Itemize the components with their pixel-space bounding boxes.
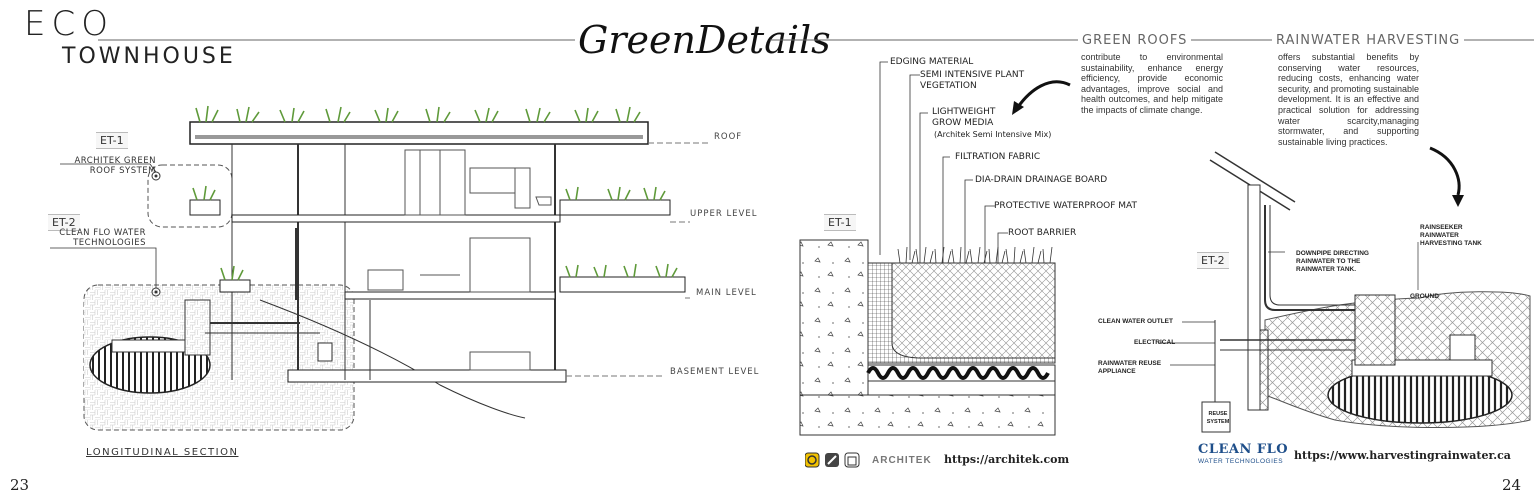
rainwater-text: offers substantial benefits by conservin… — [1278, 52, 1419, 147]
level-basement: BASEMENT LEVEL — [670, 367, 760, 377]
layer-root-barrier: ROOT BARRIER — [1008, 228, 1077, 238]
green-roofs-heading: GREEN ROOFS — [1078, 33, 1192, 48]
layer-drainage-board: DIA-DRAIN DRAINAGE BOARD — [975, 175, 1108, 185]
longitudinal-section-drawing — [50, 105, 708, 431]
layer-waterproof-mat: PROTECTIVE WATERPROOF MAT — [994, 201, 1137, 211]
et1-label-left: ARCHITEK GREEN ROOF SYSTEM — [74, 156, 156, 176]
clean-flo-brand: CLEAN FLO — [1198, 442, 1289, 457]
label-ground: GROUND — [1410, 293, 1439, 300]
level-upper: UPPER LEVEL — [690, 209, 758, 219]
title-townhouse: TOWNHOUSE — [62, 44, 236, 69]
et2-label-left: CLEAN FLO WATER TECHNOLOGIES — [59, 228, 146, 248]
title-eco: ECO — [24, 4, 114, 44]
layer-vegetation: SEMI INTENSIVE PLANT VEGETATION — [920, 70, 1025, 91]
layer-grow-media: LIGHTWEIGHT GROW MEDIA — [932, 107, 996, 128]
architek-brand: ARCHITEK — [872, 455, 932, 466]
clean-flo-logo: CLEAN FLO WATER TECHNOLOGIES — [1198, 442, 1289, 467]
label-appliance: RAINWATER REUSE APPLIANCE — [1098, 360, 1162, 375]
label-downpipe: DOWNPIPE DIRECTING RAINWATER TO THE RAIN… — [1296, 250, 1369, 273]
architek-logo-icons — [805, 452, 860, 468]
rainwater-heading: RAINWATER HARVESTING — [1272, 33, 1465, 48]
layer-grow-media-note: (Architek Semi Intensive Mix) — [934, 130, 1052, 139]
label-outlet: CLEAN WATER OUTLET — [1098, 318, 1173, 325]
label-tank: RAINSEEKER RAINWATER HARVESTING TANK — [1420, 224, 1482, 247]
architek-url[interactable]: https://architek.com — [944, 453, 1070, 466]
rainwater-detail-drawing — [1158, 146, 1531, 433]
green-roof-detail-drawing — [799, 61, 1071, 436]
et2-tag-detail: ET-2 — [1197, 252, 1229, 269]
layer-edging: EDGING MATERIAL — [890, 57, 974, 67]
page-number-right: 24 — [1502, 476, 1522, 494]
green-roofs-text: contribute to environmental sustainabili… — [1081, 52, 1223, 115]
label-reuse-system: REUSE SYSTEM — [1206, 411, 1230, 425]
longitudinal-section-caption: LONGITUDINAL SECTION — [86, 447, 239, 458]
layer-filtration: FILTRATION FABRIC — [955, 152, 1041, 162]
et1-tag-left: ET-1 — [96, 132, 128, 149]
level-main: MAIN LEVEL — [696, 288, 757, 298]
page-number-left: 23 — [10, 476, 30, 494]
et1-tag-detail: ET-1 — [824, 214, 856, 231]
level-roof: ROOF — [714, 132, 743, 142]
label-electrical: ELECTRICAL — [1134, 339, 1176, 346]
clean-flo-sub: WATER TECHNOLOGIES — [1198, 458, 1284, 465]
harvesting-url[interactable]: https://www.harvestingrainwater.ca — [1294, 449, 1511, 462]
et2-tag-left: ET-2 — [48, 214, 80, 231]
